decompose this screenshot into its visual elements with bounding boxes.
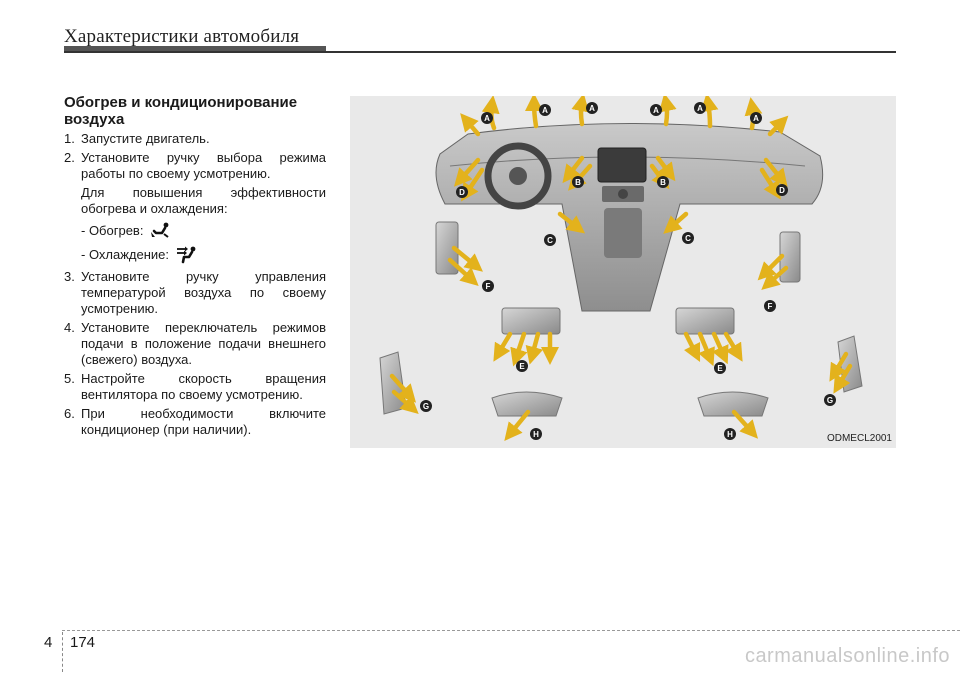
floor-vent-left	[491, 391, 563, 417]
label-d-right: D	[776, 184, 788, 196]
label-h-right: H	[724, 428, 736, 440]
svg-text:C: C	[547, 236, 553, 245]
step-2: 2. Установите ручку выбора режима работы…	[64, 150, 326, 182]
header-title: Характеристики автомобиля	[64, 26, 300, 47]
step-number: 1.	[64, 131, 75, 146]
label-f-right: F	[764, 300, 776, 312]
label-f-left: F	[482, 280, 494, 292]
step-text: Установите переключатель режимов подачи …	[81, 320, 326, 367]
step-text: Запустите двигатель.	[81, 131, 210, 146]
label-c-left: C	[544, 234, 556, 246]
rear-vent-right	[675, 307, 735, 335]
step-number: 4.	[64, 320, 75, 335]
label-b-right: B	[657, 176, 669, 188]
svg-text:A: A	[484, 114, 490, 123]
svg-text:E: E	[717, 364, 723, 373]
label-a-3: A	[586, 102, 598, 114]
mode-cooling: - Охлаждение:	[64, 245, 326, 265]
step-number: 5.	[64, 371, 75, 386]
svg-text:H: H	[727, 430, 733, 439]
steering-wheel	[484, 142, 552, 210]
step-4: 4. Установите переключатель режимов пода…	[64, 320, 326, 368]
face-mode-icon	[177, 246, 196, 264]
label-a-1: A	[481, 112, 493, 124]
section-title: Обогрев и кондиционирование воздуха	[64, 94, 298, 128]
vent-diagram-svg: A A A A A A D D B B C C F F E E G G H H	[379, 93, 863, 441]
door-vent-left	[379, 351, 407, 415]
dashboard	[435, 123, 824, 312]
step-text: Установите ручку выбора режима работы по…	[81, 150, 326, 181]
svg-text:D: D	[779, 186, 785, 195]
step-text: При необходимости включите кондиционер (…	[81, 406, 326, 437]
svg-text:B: B	[660, 178, 666, 187]
step-3: 3. Установите ручку управления температу…	[64, 269, 326, 317]
svg-text:C: C	[685, 234, 691, 243]
svg-text:G: G	[423, 402, 429, 411]
svg-text:E: E	[519, 362, 525, 371]
vent-labels: A A A A A A D D B B C C F F E E G G H H	[420, 102, 836, 440]
chapter-number: 4	[44, 634, 53, 651]
svg-text:A: A	[697, 104, 703, 113]
label-e-right: E	[714, 362, 726, 374]
svg-text:F: F	[768, 302, 773, 311]
svg-text:B: B	[575, 178, 581, 187]
label-e-left: E	[516, 360, 528, 372]
label-b-left: B	[572, 176, 584, 188]
step-number: 3.	[64, 269, 75, 284]
mode-heating: - Обогрев:	[64, 221, 326, 241]
step-text: Установите ручку управления температурой…	[81, 269, 326, 316]
label-a-5: A	[694, 102, 706, 114]
center-display	[597, 147, 647, 183]
svg-text:A: A	[542, 106, 548, 115]
step-number: 6.	[64, 406, 75, 421]
header-bar	[64, 46, 326, 52]
svg-text:A: A	[753, 114, 759, 123]
footer-divider-vertical	[62, 632, 63, 672]
label-a-4: A	[650, 104, 662, 116]
floor-vent-right	[697, 391, 769, 417]
label-h-left: H	[530, 428, 542, 440]
mode-heating-label: - Обогрев:	[81, 223, 144, 238]
step-6: 6. При необходимости включите кондиционе…	[64, 406, 326, 438]
mode-cooling-label: - Охлаждение:	[81, 247, 170, 262]
label-a-2: A	[539, 104, 551, 116]
label-c-right: C	[682, 232, 694, 244]
figure-code: ODMECL2001	[826, 433, 892, 444]
svg-text:A: A	[589, 104, 595, 113]
svg-text:D: D	[459, 188, 465, 197]
rear-vent-left	[501, 307, 561, 335]
label-d-left: D	[456, 186, 468, 198]
step-5: 5. Настройте скорость вращения вентилято…	[64, 371, 326, 403]
footer-divider	[62, 630, 960, 631]
svg-text:A: A	[653, 106, 659, 115]
step-text: Настройте скорость вращения вентилятора …	[81, 371, 326, 402]
step-2-note: Для повышения эффективности обогрева и о…	[81, 185, 326, 216]
label-g-left: G	[420, 400, 432, 412]
label-g-right: G	[824, 394, 836, 406]
svg-text:G: G	[827, 396, 833, 405]
label-a-6: A	[750, 112, 762, 124]
svg-text:F: F	[486, 282, 491, 291]
step-number: 2.	[64, 150, 75, 165]
steps-list: 1. Запустите двигатель. 2. Установите ру…	[64, 131, 326, 441]
watermark: carmanualsonline.info	[744, 645, 950, 667]
vent-diagram: A A A A A A D D B B C C F F E E G G H H …	[350, 93, 896, 448]
page-number: 174	[70, 634, 96, 651]
floor-mode-icon	[151, 222, 170, 238]
header-rule	[64, 51, 896, 53]
svg-text:H: H	[533, 430, 539, 439]
step-1: 1. Запустите двигатель.	[64, 131, 326, 147]
